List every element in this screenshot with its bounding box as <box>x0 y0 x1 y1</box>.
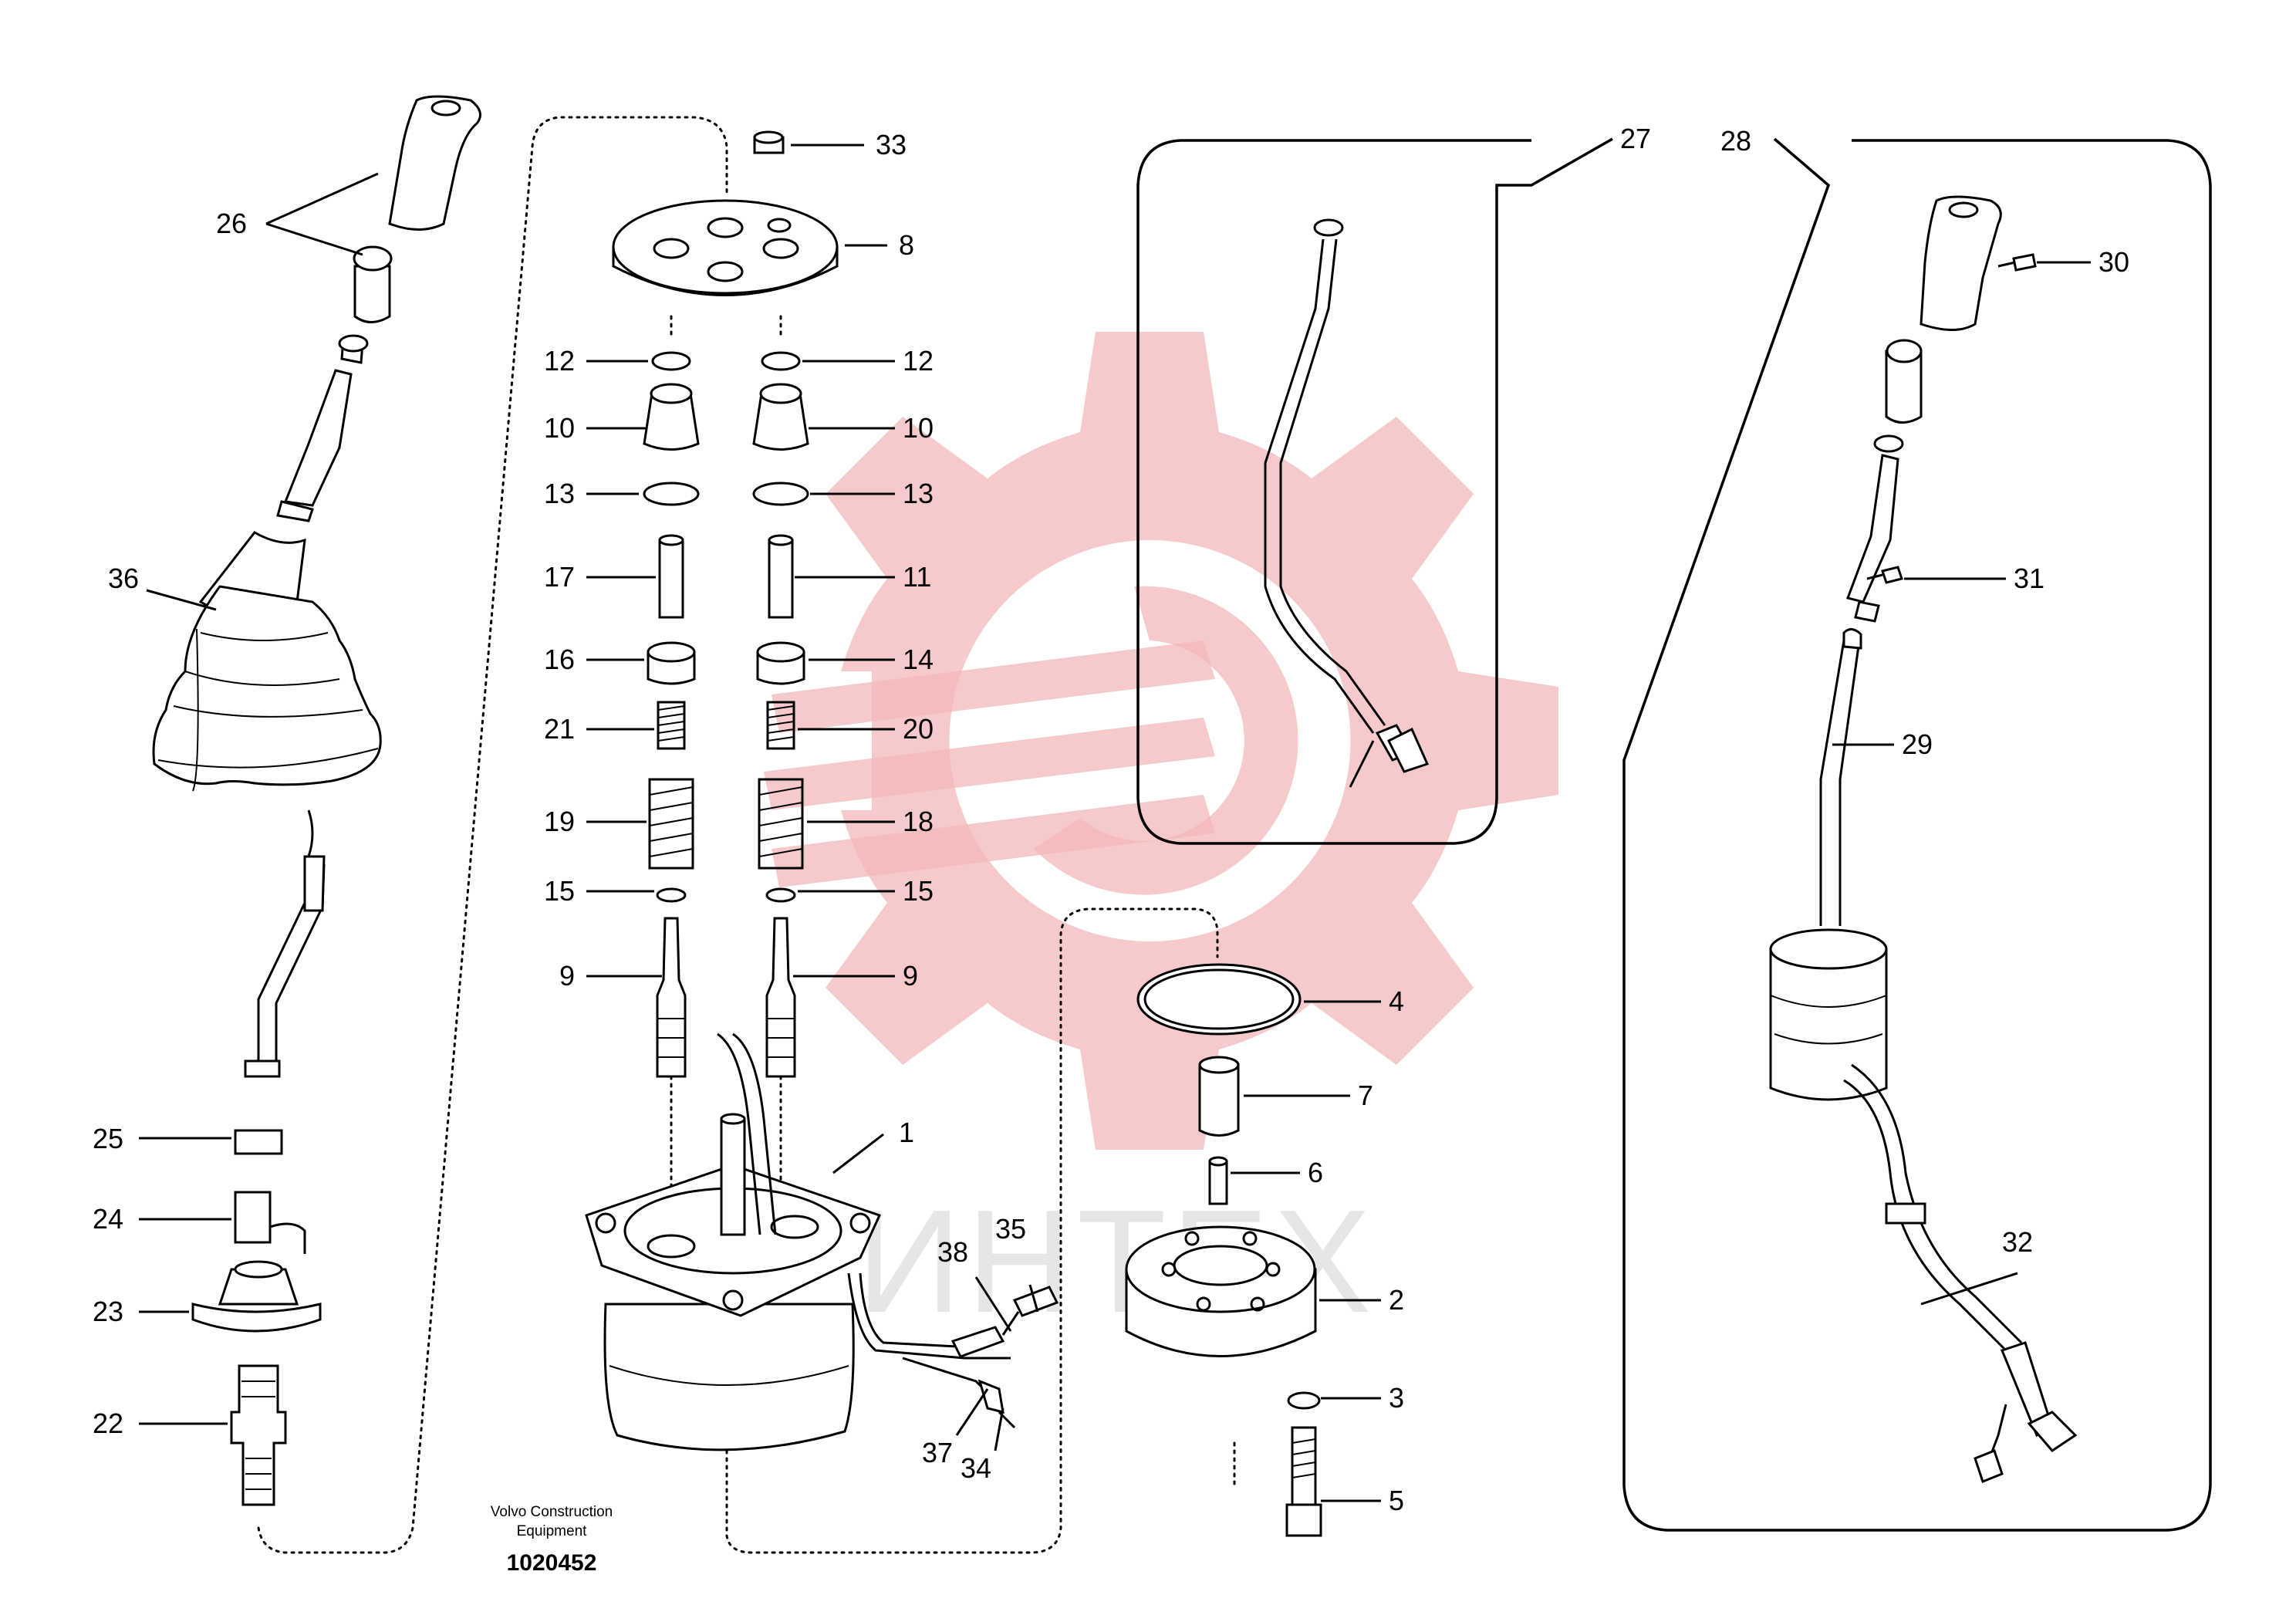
callout-8: 8 <box>899 229 914 261</box>
callout-28: 28 <box>1720 125 1751 157</box>
callout-20: 20 <box>903 713 934 745</box>
caption-line-1: Volvo Construction <box>491 1504 613 1520</box>
callout-12-left: 12 <box>544 345 575 377</box>
callout-9-left: 9 <box>559 960 575 992</box>
callout-14: 14 <box>903 644 934 675</box>
callout-37: 37 <box>922 1437 953 1468</box>
callout-21: 21 <box>544 713 575 745</box>
callout-7: 7 <box>1358 1080 1373 1111</box>
callout-16: 16 <box>544 644 575 675</box>
detail-frame-27 <box>1136 137 1613 845</box>
callout-22: 22 <box>93 1407 123 1439</box>
callout-24: 24 <box>93 1203 123 1235</box>
callout-23: 23 <box>93 1296 123 1327</box>
callout-5: 5 <box>1389 1485 1404 1516</box>
callout-27: 27 <box>1620 123 1651 154</box>
caption-line-2: Equipment <box>517 1523 588 1539</box>
detail-27-harness <box>1264 218 1430 788</box>
callout-25: 25 <box>93 1123 123 1154</box>
callout-30: 30 <box>2098 246 2129 278</box>
leader-lines <box>139 144 2091 1502</box>
callout-labels: 26 36 25 24 23 22 33 8 12 12 10 10 13 13… <box>93 123 2129 1516</box>
detail-frame-28 <box>1622 137 2212 1532</box>
callout-13-right: 13 <box>903 478 934 509</box>
callout-18: 18 <box>903 806 934 837</box>
callout-31: 31 <box>2014 563 2044 594</box>
callout-26: 26 <box>216 208 247 239</box>
callout-9-right: 9 <box>903 960 918 992</box>
callout-35: 35 <box>995 1213 1026 1245</box>
callout-2: 2 <box>1389 1284 1404 1316</box>
detail-28-handle <box>1769 195 2078 1483</box>
callout-12-right: 12 <box>903 345 934 377</box>
callout-17: 17 <box>544 561 575 593</box>
callout-15-left: 15 <box>544 875 575 907</box>
watermark-gear-logo <box>764 332 1558 1150</box>
callout-32: 32 <box>2002 1226 2033 1258</box>
callout-36: 36 <box>108 563 139 594</box>
callout-38: 38 <box>937 1236 968 1268</box>
document-caption: Volvo Construction Equipment 1020452 <box>491 1504 613 1576</box>
callout-33: 33 <box>876 129 907 161</box>
callout-11: 11 <box>903 561 931 593</box>
callout-10-right: 10 <box>903 412 934 444</box>
callout-4: 4 <box>1389 985 1404 1017</box>
callout-10-left: 10 <box>544 412 575 444</box>
document-number: 1020452 <box>507 1550 597 1576</box>
callout-19: 19 <box>544 806 575 837</box>
callout-15-right: 15 <box>903 875 934 907</box>
handle-assembly-left <box>152 95 481 1506</box>
callout-13-left: 13 <box>544 478 575 509</box>
callout-1: 1 <box>899 1117 914 1148</box>
mount-parts-right <box>1125 963 1322 1537</box>
callout-6: 6 <box>1308 1157 1323 1188</box>
callout-34: 34 <box>961 1452 991 1484</box>
callout-3: 3 <box>1389 1382 1404 1414</box>
valve-assembly-center <box>585 130 1059 1451</box>
callout-29: 29 <box>1902 728 1933 760</box>
